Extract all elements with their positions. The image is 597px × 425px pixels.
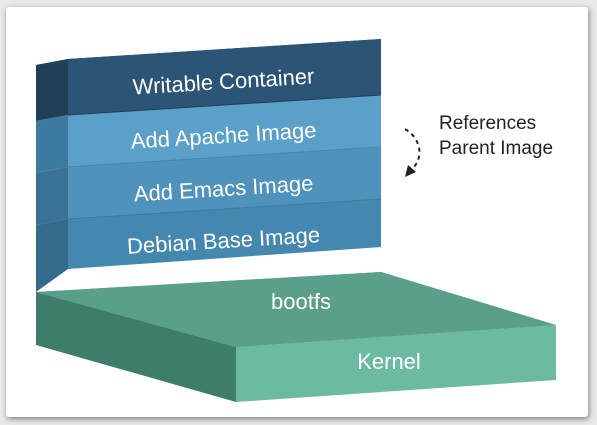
arrowhead-icon	[405, 165, 416, 177]
separator-line	[67, 198, 382, 220]
add-emacs-image-layer	[68, 147, 381, 219]
add-apache-image-layer	[68, 95, 381, 167]
debian-side-face	[36, 219, 68, 292]
writable-side-face	[36, 59, 68, 121]
bootfs-label: bootfs	[271, 289, 331, 314]
emacs-side-face	[36, 167, 68, 225]
apache-side-face	[36, 115, 68, 173]
reference-arrow	[404, 128, 421, 177]
annotation-line-1: References	[439, 113, 536, 134]
separator-line	[67, 94, 382, 116]
kernel-left-face	[36, 292, 236, 402]
kernel-label: Kernel	[357, 349, 421, 374]
kernel-front-face	[236, 325, 556, 402]
separator-line	[67, 146, 382, 168]
debian-base-image-layer	[68, 199, 381, 269]
layer-stack-front	[67, 39, 382, 269]
annotation-line-2: Parent Image	[439, 138, 553, 159]
writable-container-layer	[68, 39, 381, 115]
diagram-frame: Kernel bootfs Writable Container Add Apa…	[6, 7, 588, 417]
bootfs-top-face	[36, 272, 556, 347]
bootfs-layer: bootfs	[36, 272, 556, 347]
docker-layers-diagram: Kernel bootfs Writable Container Add Apa…	[36, 39, 556, 402]
reference-arrow-curve	[404, 128, 421, 171]
